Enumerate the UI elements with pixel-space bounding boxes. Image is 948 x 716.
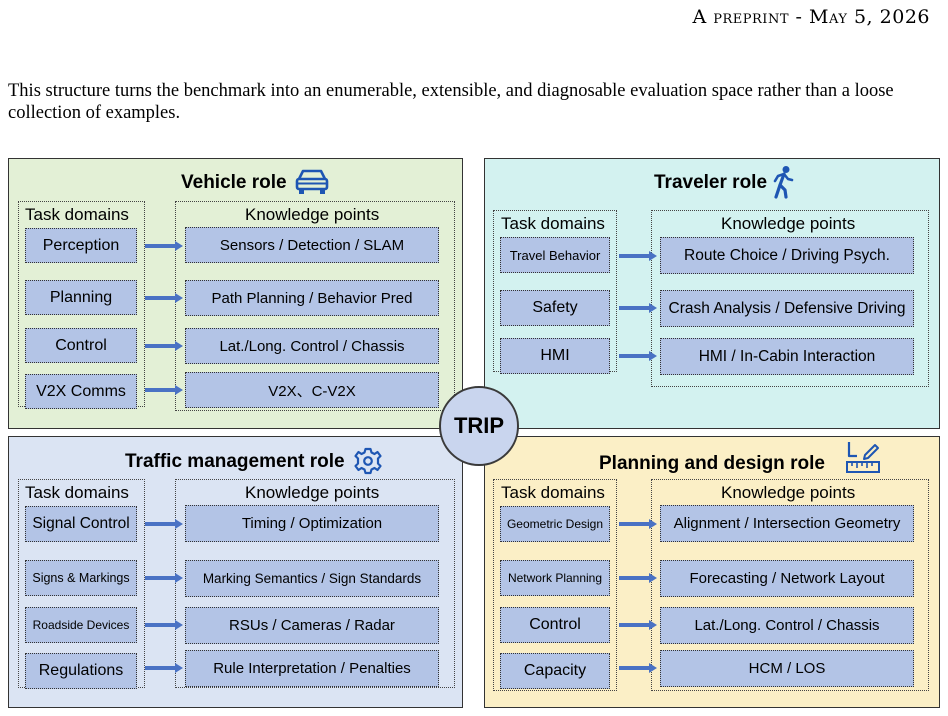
walking-person-icon [773, 166, 794, 199]
car-icon [295, 169, 329, 194]
traffic-knowledge-0: Timing / Optimization [185, 505, 439, 542]
vehicle-task-control: Control [25, 328, 137, 363]
traffic-task-signal-control: Signal Control [25, 506, 137, 542]
planning-knowledge-3: HCM / LOS [660, 650, 914, 687]
traffic-knowledge-3: Rule Interpretation / Penalties [185, 650, 439, 687]
planning-knowledge-header: Knowledge points [721, 483, 856, 502]
vehicle-role-title: Vehicle role [181, 172, 287, 193]
arrow-icon [145, 341, 183, 351]
vehicle-task-planning: Planning [25, 280, 137, 315]
vehicle-knowledge-header: Knowledge points [245, 205, 380, 224]
running-header: A preprint - May 5, 2026 [692, 6, 930, 28]
arrow-icon [619, 620, 657, 630]
arrow-icon [145, 519, 183, 529]
vehicle-knowledge-2: Lat./Long. Control / Chassis [185, 328, 439, 364]
traveler-task-hmi: HMI [500, 338, 610, 374]
traffic-knowledge-header: Knowledge points [245, 483, 380, 502]
arrow-icon [619, 251, 657, 261]
traffic-task-domains-header: Task domains [25, 483, 129, 502]
traveler-knowledge-2: HMI / In-Cabin Interaction [660, 338, 914, 375]
traveler-knowledge-1: Crash Analysis / Defensive Driving [660, 290, 914, 327]
traveler-knowledge-header: Knowledge points [721, 214, 856, 233]
traffic-task-regulations: Regulations [25, 653, 137, 689]
vehicle-knowledge-box [175, 201, 455, 411]
planning-task-capacity: Capacity [500, 653, 610, 689]
traveler-role-panel: Traveler role Task domains Knowledge poi… [484, 158, 940, 429]
planning-task-network-planning: Network Planning [500, 560, 610, 596]
traveler-role-title: Traveler role [654, 172, 768, 193]
traveler-knowledge-box [651, 210, 929, 387]
traveler-task-travel-behavior: Travel Behavior [500, 237, 610, 273]
vehicle-task-v2x: V2X Comms [25, 374, 137, 409]
ruler-pencil-icon [846, 442, 880, 473]
header-month: May [809, 6, 848, 28]
planning-knowledge-0: Alignment / Intersection Geometry [660, 505, 914, 542]
traveler-task-domains-header: Task domains [501, 214, 605, 233]
traffic-knowledge-1: Marking Semantics / Sign Standards [185, 560, 439, 597]
planning-task-geometric-design: Geometric Design [500, 506, 610, 542]
traffic-task-signs-markings: Signs & Markings [25, 560, 137, 596]
vehicle-role-panel: Vehicle role Task domains Knowledge poin… [8, 158, 463, 429]
vehicle-task-perception: Perception [25, 228, 137, 263]
traffic-role-title: Traffic management role [125, 451, 345, 472]
header-sep: - [795, 6, 803, 28]
traffic-knowledge-2: RSUs / Cameras / Radar [185, 607, 439, 644]
arrow-icon [145, 663, 183, 673]
arrow-icon [145, 293, 183, 303]
header-date: 5, 2026 [853, 6, 930, 28]
arrow-icon [145, 385, 183, 395]
arrow-icon [145, 573, 183, 583]
planning-task-domains-header: Task domains [501, 483, 605, 502]
gear-icon [354, 447, 382, 475]
traveler-knowledge-0: Route Choice / Driving Psych. [660, 237, 914, 274]
arrow-icon [619, 519, 657, 529]
vehicle-knowledge-3: V2X、C-V2X [185, 372, 439, 408]
traffic-task-roadside-devices: Roadside Devices [25, 607, 137, 643]
traffic-management-role-panel: Traffic management role Task domains Kno… [8, 436, 463, 708]
arrow-icon [619, 303, 657, 313]
traffic-knowledge-box [175, 479, 455, 688]
body-paragraph: This structure turns the benchmark into … [8, 81, 894, 123]
arrow-icon [619, 573, 657, 583]
trip-center-node: TRIP [439, 386, 519, 466]
planning-role-title: Planning and design role [599, 453, 825, 474]
vehicle-knowledge-0: Sensors / Detection / SLAM [185, 227, 439, 263]
header-preprint: preprint [713, 6, 789, 28]
arrow-icon [619, 351, 657, 361]
planning-design-role-panel: Planning and design role Task domains Kn… [484, 436, 940, 708]
arrow-icon [145, 620, 183, 630]
arrow-icon [145, 241, 183, 251]
planning-knowledge-2: Lat./Long. Control / Chassis [660, 607, 914, 644]
planning-knowledge-box [651, 479, 929, 691]
vehicle-task-domains-header: Task domains [25, 205, 129, 224]
planning-knowledge-1: Forecasting / Network Layout [660, 560, 914, 597]
traveler-task-safety: Safety [500, 290, 610, 326]
vehicle-knowledge-1: Path Planning / Behavior Pred [185, 280, 439, 316]
header-prefix: A [692, 6, 707, 28]
arrow-icon [619, 663, 657, 673]
planning-task-domains-box [493, 479, 617, 691]
planning-task-control: Control [500, 607, 610, 643]
